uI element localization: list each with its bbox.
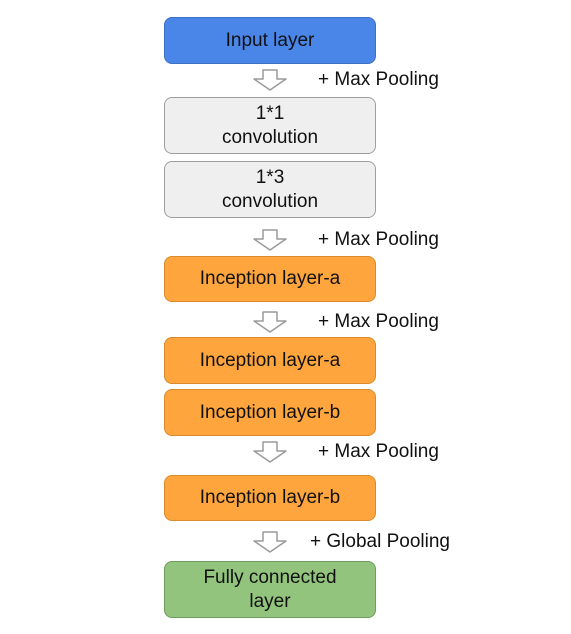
inception-a-box-2: Inception layer-a <box>164 337 376 384</box>
down-arrow-icon <box>253 69 287 91</box>
pooling-label-2: + Max Pooling <box>318 229 439 250</box>
inception-b-box-2: Inception layer-b <box>164 475 376 521</box>
inception-b-box-1: Inception layer-b <box>164 389 376 436</box>
down-arrow-icon <box>253 441 287 463</box>
global-pooling-label: + Global Pooling <box>310 531 450 552</box>
pooling-label-4: + Max Pooling <box>318 441 439 462</box>
fully-connected-box: Fully connected layer <box>164 561 376 618</box>
pooling-label-1: + Max Pooling <box>318 69 439 90</box>
conv-1x1-box: 1*1 convolution <box>164 97 376 154</box>
conv-1x3-box: 1*3 convolution <box>164 161 376 218</box>
down-arrow-icon <box>253 311 287 333</box>
down-arrow-icon <box>253 229 287 251</box>
pooling-label-3: + Max Pooling <box>318 311 439 332</box>
input-layer-box: Input layer <box>164 17 376 64</box>
down-arrow-icon <box>253 531 287 553</box>
inception-a-box-1: Inception layer-a <box>164 256 376 302</box>
